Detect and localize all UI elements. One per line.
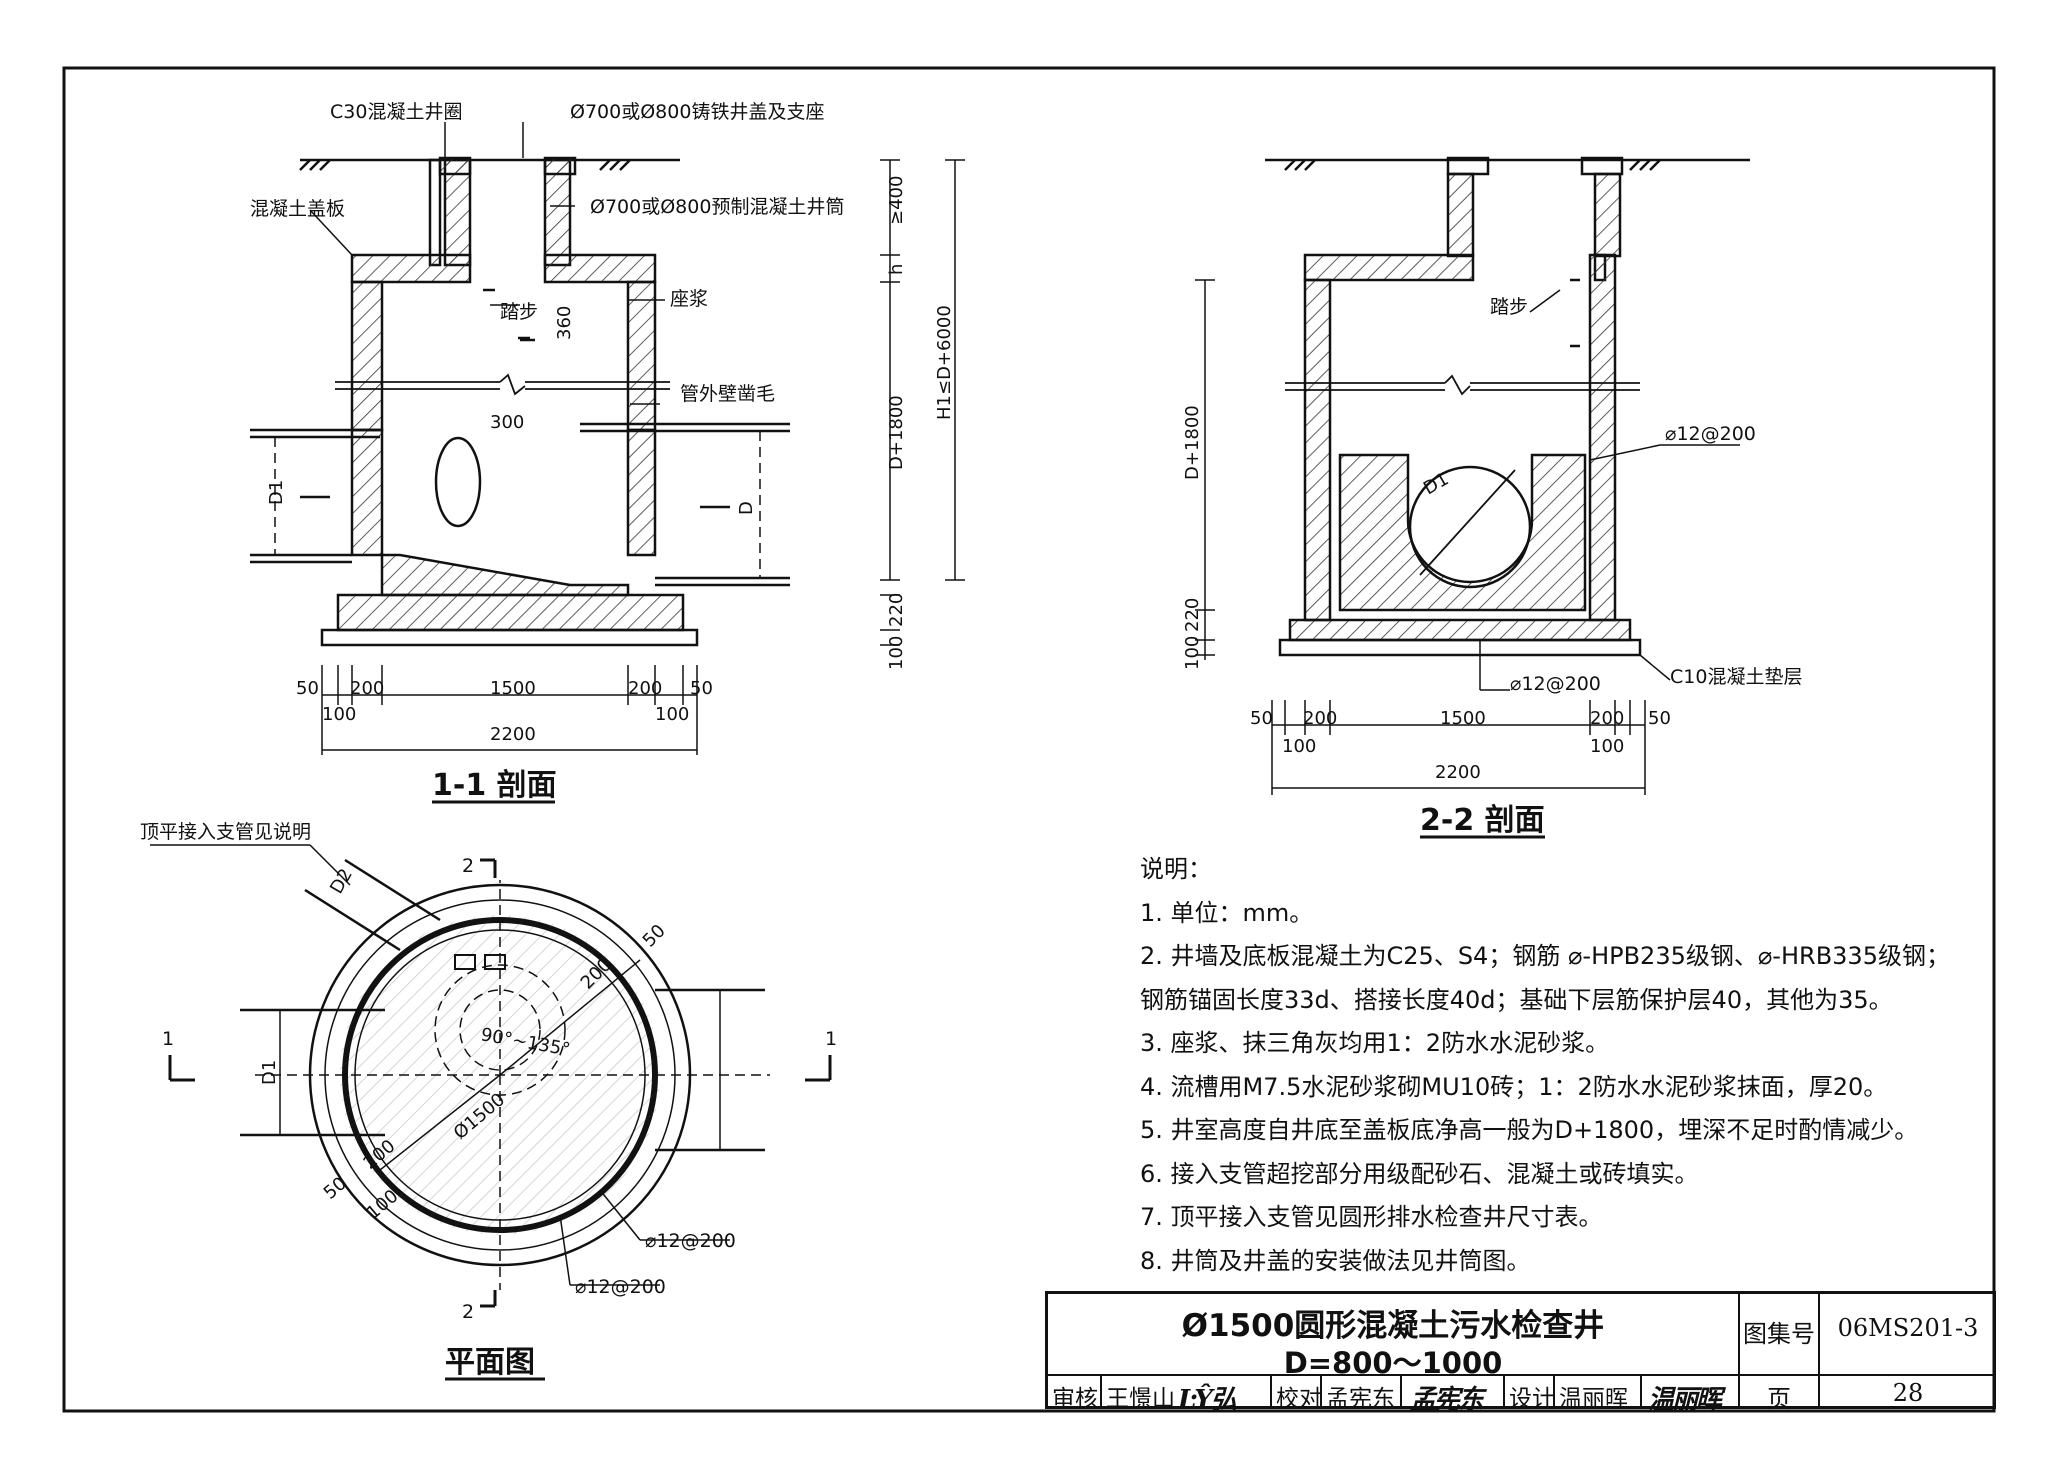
section-2-2 — [1195, 156, 1750, 795]
notes-block: 说明： 1. 单位：mm。 2. 井墙及底板混凝土为C25、S4；钢筋 ⌀-HP… — [1140, 848, 2000, 1283]
dim-d1800: D+1800 — [886, 395, 907, 470]
plan-view — [150, 844, 832, 1308]
dim-400: ≥400 — [886, 176, 907, 225]
atlas-label: 图集号 — [1743, 1320, 1815, 1348]
dim-2200: 2200 — [490, 724, 536, 745]
dim-1500: 1500 — [490, 678, 536, 699]
label-mortar: 座浆 — [670, 288, 708, 310]
label-slab: 混凝土盖板 — [250, 198, 345, 220]
dim-200-right: 200 — [628, 678, 662, 699]
note-item: 5. 井室高度自井底至盖板底净高一般为D+1800，埋深不足时酌情减少。 — [1140, 1116, 1919, 1144]
label-rebar-plan-b: ⌀12@200 — [575, 1276, 666, 1298]
mark-1-right: 1 — [825, 1028, 837, 1050]
section-1-1 — [250, 122, 965, 755]
dim-100-left-2: 100 — [1282, 736, 1316, 757]
section-2-2-text: 踏步 ⌀12@200 ⌀12@200 C10混凝土垫层 D1 D+1800 22… — [1182, 296, 1802, 839]
dim-1500-2: 1500 — [1440, 708, 1486, 729]
dim-220: 220 — [886, 593, 907, 627]
reviewer-name: 王憬山 — [1106, 1386, 1175, 1412]
dim-d1800-2: D+1800 — [1182, 405, 1203, 480]
mark-2-bottom: 2 — [462, 1301, 474, 1323]
label-rebar-2a: ⌀12@200 — [1665, 423, 1756, 445]
note-item: 4. 流槽用M7.5水泥砂浆砌MU10砖；1：2防水水泥砂浆抹面，厚20。 — [1140, 1072, 1888, 1101]
section-1-1-text: C30混凝土井圈 Ø700或Ø800铸铁井盖及支座 混凝土盖板 Ø700或Ø80… — [250, 101, 955, 804]
dim-2200-2: 2200 — [1435, 762, 1481, 783]
dim-200-right-2: 200 — [1590, 708, 1624, 729]
note-item: 1. 单位：mm。 — [1140, 898, 1314, 927]
dim-100-right: 100 — [655, 704, 689, 725]
dim-d1-plan: D1 — [259, 1060, 280, 1085]
label-ring: C30混凝土井圈 — [330, 101, 462, 123]
note-item: 3. 座浆、抹三角灰均用1：2防水水泥砂浆。 — [1140, 1029, 1610, 1057]
note-item: 钢筋锚固长度33d、搭接长度40d；基础下层筋保护层40，其他为35。 — [1140, 985, 1893, 1014]
notes-heading: 说明： — [1140, 855, 1212, 883]
sheet-border — [62, 66, 1996, 1413]
review-label: 审核 — [1052, 1386, 1098, 1412]
drawing-title: Ø1500圆形混凝土污水检查井 — [1181, 1308, 1605, 1344]
design-label: 设计 — [1509, 1386, 1555, 1412]
dim-50-left-2: 50 — [1250, 708, 1273, 729]
dim-200-left: 200 — [350, 678, 384, 699]
dim-50-plan-a: 50 — [639, 920, 670, 951]
mark-2-top: 2 — [462, 855, 474, 877]
designer-name: 温丽晖 — [1559, 1386, 1628, 1412]
note-item: 8. 井筒及井盖的安装做法见井筒图。 — [1140, 1246, 1531, 1275]
atlas-number: 06MS201-3 — [1837, 1314, 1979, 1342]
label-rebar-plan-a: ⌀12@200 — [645, 1230, 736, 1252]
pipe-d: D — [736, 501, 757, 515]
note-item: 7. 顶平接入支管见圆形排水检查井尺寸表。 — [1140, 1203, 1603, 1231]
checker-name: 孟宪东 — [1326, 1386, 1395, 1412]
title-block: Ø1500圆形混凝土污水检查井 D=800～1000 图集号 06MS201-3… — [1045, 1291, 1996, 1415]
dim-100: 100 — [886, 636, 907, 670]
label-branch: 顶平接入支管见说明 — [140, 821, 311, 843]
dim-d2: D2 — [326, 865, 357, 897]
label-step-2: 踏步 — [1490, 296, 1528, 318]
dim-300: 300 — [490, 412, 524, 433]
pipe-d1-2: D1 — [1420, 468, 1452, 499]
label-shaft: Ø700或Ø800预制混凝土井筒 — [590, 196, 844, 218]
label-pipe-wall: 管外壁凿毛 — [680, 383, 775, 405]
dim-100-left: 100 — [322, 704, 356, 725]
dim-100-2: 100 — [1182, 636, 1203, 670]
dim-50-left: 50 — [296, 678, 319, 699]
page-label: 页 — [1767, 1385, 1791, 1413]
plan-text: 顶平接入支管见说明 D2 50 200 90°~135° Ø1500 200 5… — [140, 821, 837, 1381]
page-number: 28 — [1892, 1379, 1924, 1407]
reviewer-signature: ĿŶ弘 — [1178, 1385, 1237, 1415]
dim-100-right-2: 100 — [1590, 736, 1624, 757]
pipe-d1: D1 — [266, 480, 287, 505]
title-section-2-2: 2-2 剖面 — [1420, 803, 1545, 838]
dim-200-left-2: 200 — [1303, 708, 1337, 729]
label-step: 踏步 — [500, 301, 538, 323]
dim-50-plan-b: 50 — [320, 1173, 351, 1204]
dim-220-2: 220 — [1182, 598, 1203, 632]
dim-360: 360 — [554, 306, 575, 340]
title-section-1-1: 1-1 剖面 — [432, 768, 557, 803]
title-plan: 平面图 — [445, 1345, 535, 1380]
checker-signature: 孟宪东 — [1410, 1385, 1484, 1415]
dim-h1: H1≤D+6000 — [934, 305, 955, 420]
dim-h: h — [886, 264, 907, 275]
note-item: 2. 井墙及底板混凝土为C25、S4；钢筋 ⌀-HPB235级钢、⌀-HRB33… — [1140, 942, 1950, 970]
dim-50-right-2: 50 — [1648, 708, 1671, 729]
note-item: 6. 接入支管超挖部分用级配砂石、混凝土或砖填实。 — [1140, 1159, 1699, 1188]
designer-signature: 温丽晖 — [1648, 1385, 1722, 1415]
check-label: 校对 — [1276, 1386, 1322, 1412]
dim-50-right: 50 — [690, 678, 713, 699]
label-rebar-2b: ⌀12@200 — [1510, 673, 1601, 695]
label-cover: Ø700或Ø800铸铁井盖及支座 — [570, 101, 824, 123]
mark-1-left: 1 — [162, 1028, 174, 1050]
label-base: C10混凝土垫层 — [1670, 666, 1802, 688]
